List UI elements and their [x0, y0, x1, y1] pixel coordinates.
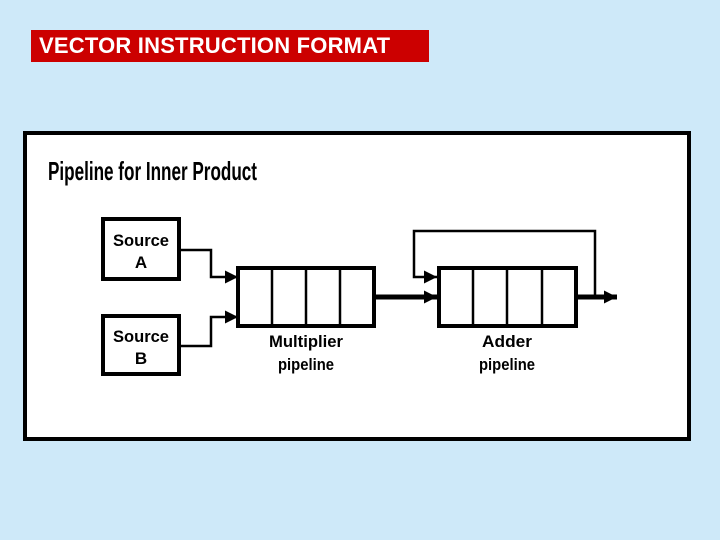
- multiplier-pipeline-box: Multiplier pipeline: [236, 266, 376, 374]
- source-a-box: Source A: [101, 217, 181, 281]
- source-b-arrow: [179, 310, 238, 348]
- adder-label-line1: Adder: [482, 332, 532, 351]
- slide-title: VECTOR INSTRUCTION FORMAT: [39, 33, 391, 58]
- multiplier-label-line2: pipeline: [278, 355, 334, 374]
- source-a-arrow: [179, 248, 238, 284]
- source-b-label-line1: Source: [113, 327, 169, 346]
- adder-label-line2: pipeline: [479, 355, 535, 374]
- multiplier-label-line1: Multiplier: [269, 332, 343, 351]
- panel-heading: Pipeline for Inner Product: [48, 156, 257, 186]
- source-b-label-line2: B: [135, 349, 147, 368]
- adder-pipeline-box: Adder pipeline: [437, 266, 578, 374]
- adder-feedback-loop-arrow: [412, 229, 597, 297]
- source-b-box: Source B: [101, 314, 181, 376]
- source-a-label-line2: A: [135, 253, 147, 272]
- diagram-panel: Pipeline for Inner Product Source A Sour…: [23, 131, 691, 441]
- source-a-label-line1: Source: [113, 231, 169, 250]
- pipeline-diagram: Pipeline for Inner Product Source A Sour…: [48, 156, 617, 376]
- title-banner: VECTOR INSTRUCTION FORMAT: [31, 30, 429, 62]
